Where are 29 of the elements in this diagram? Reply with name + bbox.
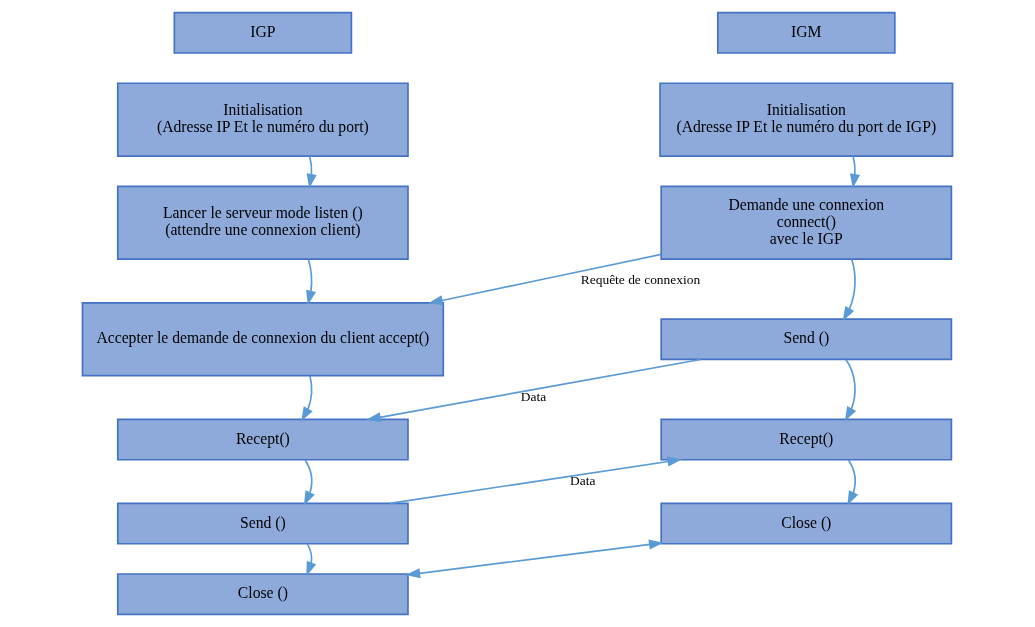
arrow: [847, 459, 859, 506]
arrow: [303, 459, 315, 506]
arrow: [428, 253, 662, 306]
node-box: Send (): [116, 502, 409, 545]
edge-label: Data: [520, 389, 547, 405]
node-box: Demande une connexion connect() avec le IGP: [660, 185, 953, 260]
arrow: [405, 539, 664, 579]
node-box: Recept(): [660, 418, 953, 461]
edge-label: Requête de connexion: [580, 272, 701, 288]
arrow: [842, 258, 856, 322]
arrow: [366, 358, 702, 423]
node-box: Accepter le demande de connexion du client accept(): [81, 302, 445, 377]
node-box: IGP: [173, 11, 353, 54]
node-box: Send (): [660, 318, 953, 361]
node-box: Close (): [660, 502, 953, 545]
node-box: Close (): [116, 573, 409, 616]
arrow: [850, 155, 861, 189]
arrow: [388, 456, 683, 505]
node-box: Initialisation (Adresse IP Et le numéro du port): [116, 82, 409, 157]
edge-label: Data: [570, 473, 596, 489]
node-box: IGM: [716, 11, 896, 54]
arrow: [306, 543, 317, 577]
node-box: Initialisation (Adresse IP Et le numéro du port de IGP): [659, 82, 954, 157]
node-box: Recept(): [116, 418, 409, 461]
arrow: [844, 358, 857, 422]
arrow: [306, 155, 317, 189]
arrow: [306, 258, 316, 306]
arrow: [301, 374, 313, 422]
node-box: Lancer le serveur mode listen () (attendre une connexion client): [116, 185, 409, 260]
